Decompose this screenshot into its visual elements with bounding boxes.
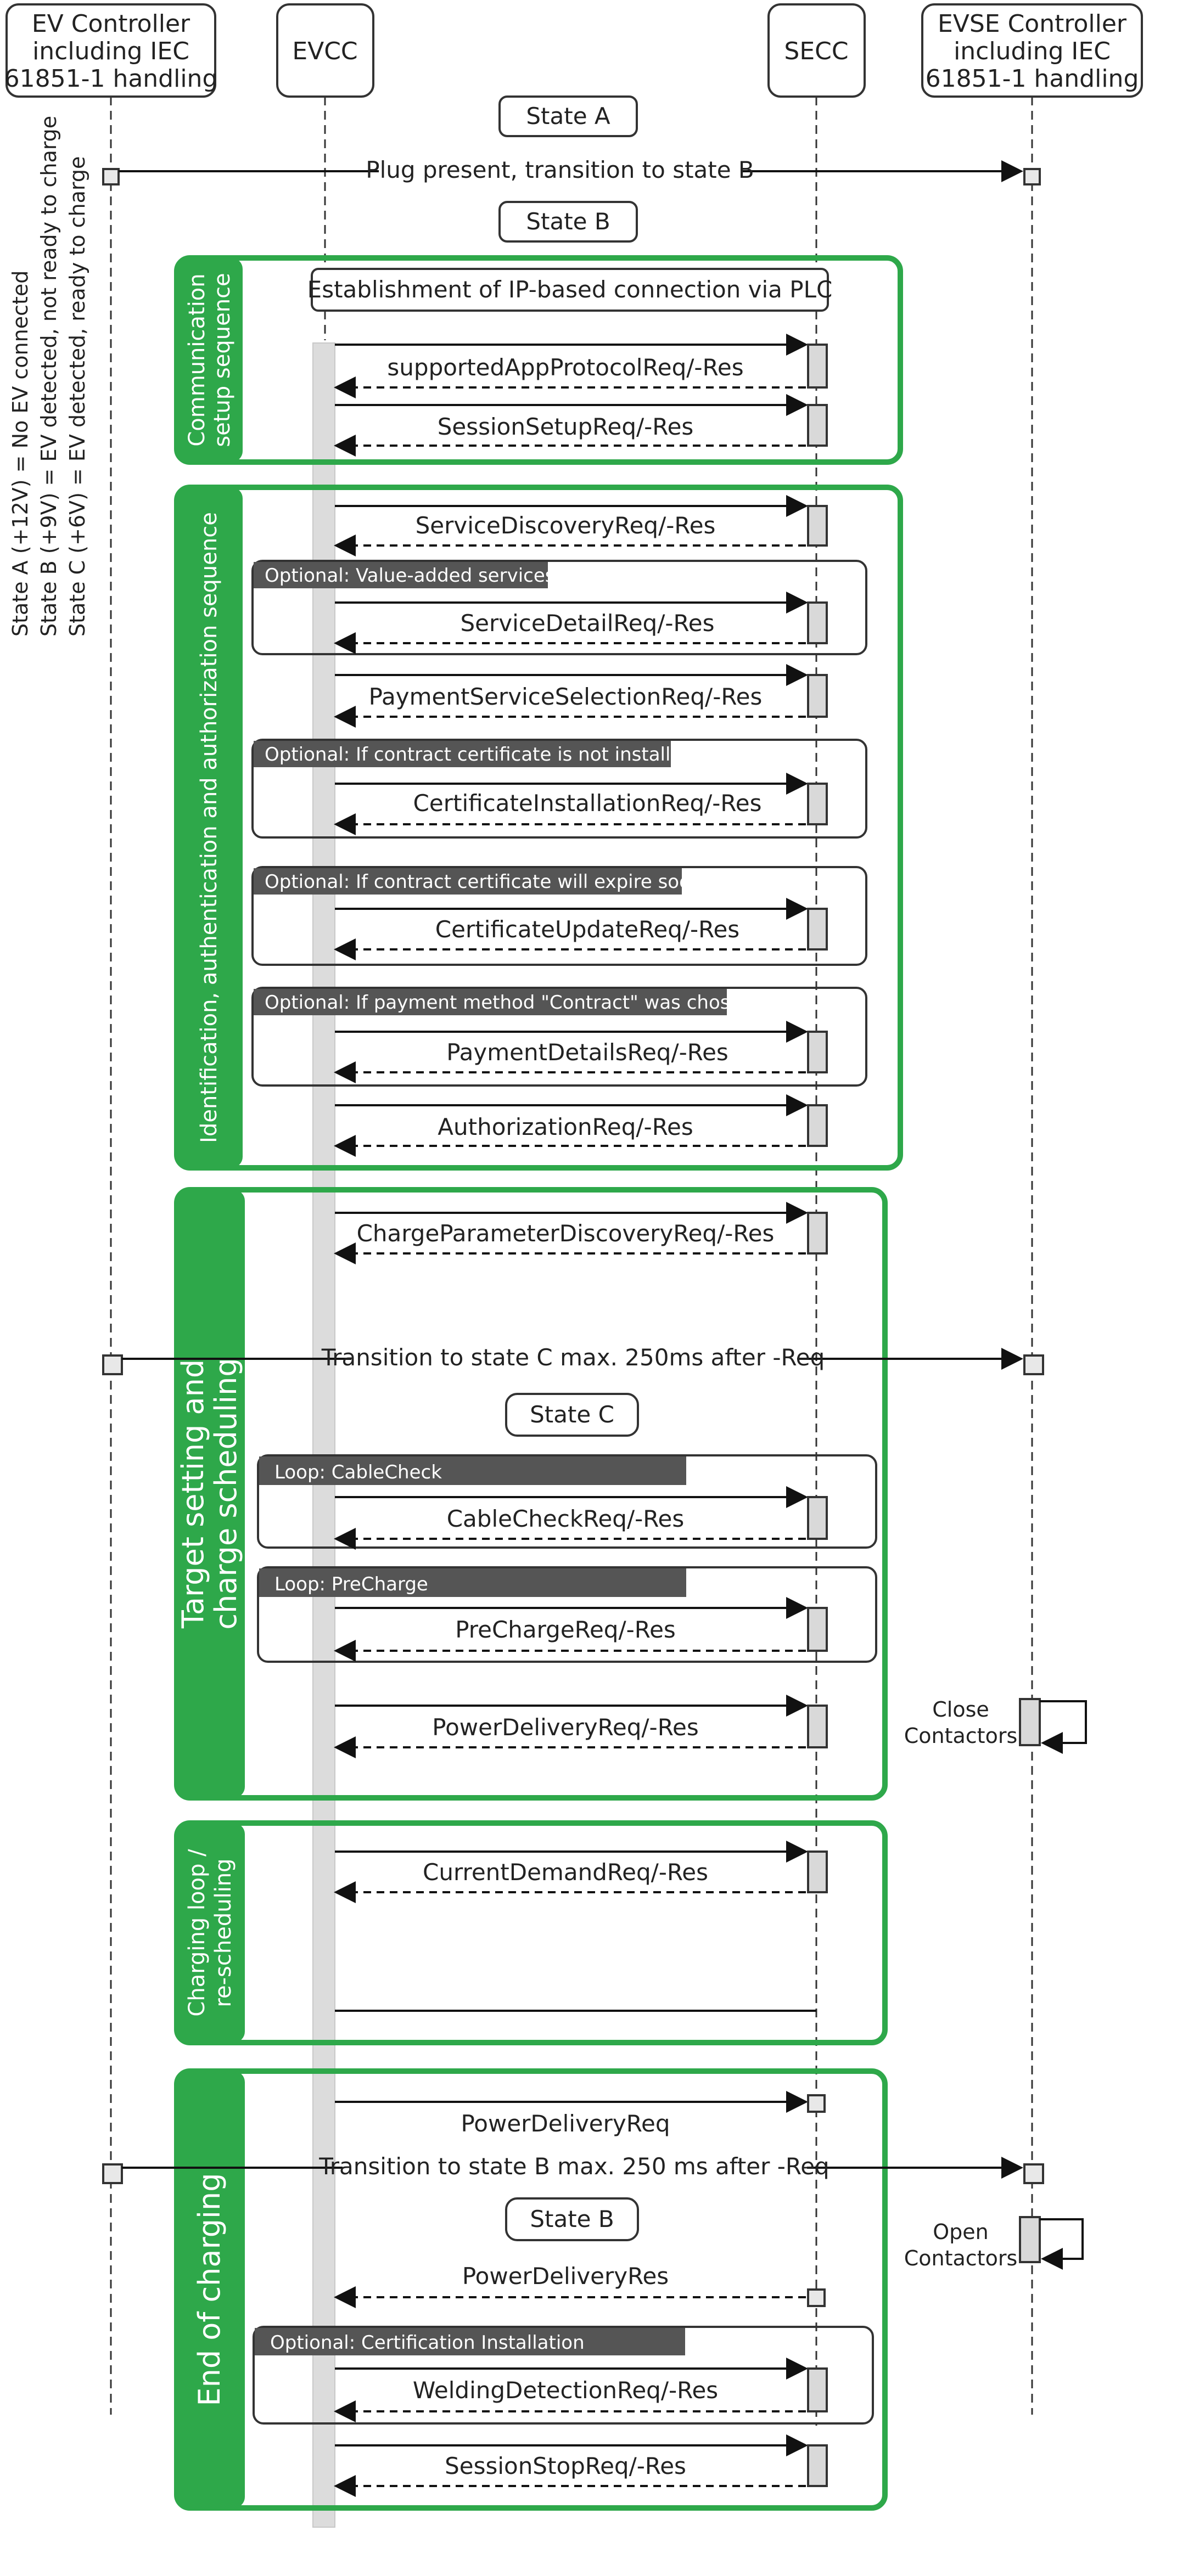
msg-charge-parameter-discovery: ChargeParameterDiscoveryReq/-Res [334,1202,828,1264]
msg-current-demand: CurrentDemandReq/-Res [334,1841,828,2012]
msg-power-delivery-res: PowerDeliveryRes [334,2263,826,2308]
msg-current-demand-label: CurrentDemandReq/-Res [423,1859,708,1886]
phase-end-charging-label: End of charging [192,2173,227,2406]
ip-connection-label: Establishment of IP-based connection via… [307,276,833,303]
close-contactors-line2: Contactors [904,1724,1018,1748]
msg-session-setup: SessionSetupReq/-Res [334,394,828,457]
optional-certification-installation: Optional: Certification Installation Wel… [253,2326,874,2425]
msg-service-detail-label: ServiceDetailReq/-Res [460,610,714,637]
msg-authorization-label: AuthorizationReq/-Res [438,1113,693,1140]
msg-authorization: AuthorizationReq/-Res [334,1094,828,1157]
actor-secc-label: SECC [784,37,848,65]
msg-pre-charge-label: PreChargeReq/-Res [455,1616,676,1643]
phase-end-of-charging: End of charging [174,2068,888,2511]
phase-target-setting: Target setting and charge scheduling [174,1187,888,1801]
msg-charge-param-label: ChargeParameterDiscoveryReq/-Res [357,1220,775,1247]
phase-target-setting-line1: Target setting and [176,1359,210,1629]
optional-payment-contract: Optional: If payment method "Contract" w… [251,987,867,1087]
optional-cert-not-installed-label: Optional: If contract certificate is not… [265,744,694,766]
msg-welding-label: WeldingDetectionReq/-Res [413,2377,718,2404]
msg-payment-details-label: PaymentDetailsReq/-Res [446,1039,728,1066]
msg-power-delivery-res-label: PowerDeliveryRes [462,2263,669,2290]
phase-communication-setup: Communication setup sequence [174,255,903,465]
actor-secc: SECC [767,3,866,98]
phase-charging-loop-line2: re-scheduling [211,1858,236,2007]
to-state-c-label: Transition to state C max. 250ms after -… [321,1344,825,1371]
actor-evcc-label: EVCC [292,37,357,65]
optional-cert-expire-label: Optional: If contract certificate will e… [265,871,702,893]
phase-charging-loop: Charging loop / re-scheduling [174,1820,888,2045]
open-contactors-line1: Open [933,2220,989,2244]
actor-evse-controller-line2: including IEC [954,37,1111,65]
msg-payment-service-selection: PaymentServiceSelectionReq/-Res [334,664,828,728]
msg-session-stop-label: SessionStopReq/-Res [445,2453,686,2479]
legend-state-b: State B (+9V) = EV detected, not ready t… [37,116,61,637]
loop-pre-charge: Loop: PreCharge PreChargeReq/-Res [257,1566,877,1663]
msg-cert-install-label: CertificateInstallationReq/-Res [413,790,762,817]
msg-session-setup-label: SessionSetupReq/-Res [438,413,694,440]
phase-comm-setup-line2: setup sequence [210,273,235,447]
optional-payment-contract-label: Optional: If payment method "Contract" w… [265,992,753,1014]
close-contactors-line1: Close [932,1697,989,1722]
open-contactors-note: Open Contactors [904,2216,1084,2270]
phase-identification-label: Identification, authentication and autho… [197,512,222,1143]
close-contactors-note: Close Contactors [904,1697,1087,1754]
phase-target-setting-line2: charge scheduling [209,1358,243,1629]
actor-ev-controller: EV Controller including IEC 61851-1 hand… [4,3,218,98]
optional-value-added-label: Optional: Value-added services [265,565,554,587]
optional-cert-expire: Optional: If contract certificate will e… [251,866,867,966]
phase-comm-setup-line1: Communication [184,273,210,446]
msg-power-delivery-req: PowerDeliveryReq [335,2091,826,2137]
plug-present-transition: Plug present, transition to state B [102,155,1041,185]
msg-service-discovery-label: ServiceDiscoveryReq/-Res [416,512,716,539]
actor-evcc: EVCC [276,3,374,98]
legend-state-a: State A (+12V) = No EV connected [8,271,32,637]
optional-value-added-services: Optional: Value-added services ServiceDe… [251,560,867,655]
legend-state-c: State C (+6V) = EV detected, ready to ch… [65,156,89,637]
msg-power-delivery: PowerDeliveryReq/-Res [334,1695,828,1758]
ip-connection-box: Establishment of IP-based connection via… [307,268,833,312]
plug-present-label: Plug present, transition to state B [366,156,754,183]
state-c-box: State C [505,1393,639,1437]
state-a-label: State A [526,103,610,130]
msg-supported-app-label: supportedAppProtocolReq/-Res [387,354,743,381]
actor-evse-controller-line1: EVSE Controller [938,10,1127,38]
actor-ev-controller-line3: 61851-1 handling [4,65,218,93]
state-b-box: State B [498,201,638,243]
actor-evse-controller-line3: 61851-1 handling [926,65,1139,93]
loop-cable-check: Loop: CableCheck CableCheckReq/-Res [257,1454,877,1550]
phase-charging-loop-line1: Charging loop / [184,1849,210,2017]
actor-ev-controller-line2: including IEC [32,37,189,65]
msg-session-stop: SessionStopReq/-Res [334,2434,828,2497]
evcc-activation-bar [312,342,335,2528]
msg-supported-app-protocol: supportedAppProtocolReq/-Res [334,334,828,398]
to-state-b-label: Transition to state B max. 250 ms after … [318,2153,829,2180]
transition-to-state-c: Transition to state C max. 250ms after -… [102,1343,1044,1375]
msg-cert-update-label: CertificateUpdateReq/-Res [435,916,739,943]
state-legend: State A (+12V) = No EV connected State B… [8,116,89,637]
msg-service-discovery: ServiceDiscoveryReq/-Res [334,495,828,556]
state-c-label: State C [530,1401,614,1428]
transition-to-state-b: Transition to state B max. 250 ms after … [102,2151,1044,2184]
msg-payment-selection-label: PaymentServiceSelectionReq/-Res [369,683,763,710]
state-b2-label: State B [530,2206,614,2232]
open-contactors-line2: Contactors [904,2246,1018,2270]
state-a-box: State A [498,95,638,137]
optional-cert-installation-label: Optional: Certification Installation [270,2332,585,2354]
optional-cert-not-installed: Optional: If contract certificate is not… [251,739,867,839]
actor-evse-controller: EVSE Controller including IEC 61851-1 ha… [921,3,1143,98]
state-b-label: State B [526,208,610,235]
msg-cable-check-label: CableCheckReq/-Res [447,1505,685,1532]
msg-power-delivery-label: PowerDeliveryReq/-Res [432,1714,698,1741]
state-b2-box: State B [505,2197,639,2241]
msg-power-delivery-req-label: PowerDeliveryReq [461,2110,670,2137]
loop-cable-check-label: Loop: CableCheck [274,1461,442,1483]
actor-ev-controller-line1: EV Controller [32,10,190,38]
loop-pre-charge-label: Loop: PreCharge [274,1573,428,1595]
phase-identification: Identification, authentication and autho… [174,485,903,1171]
